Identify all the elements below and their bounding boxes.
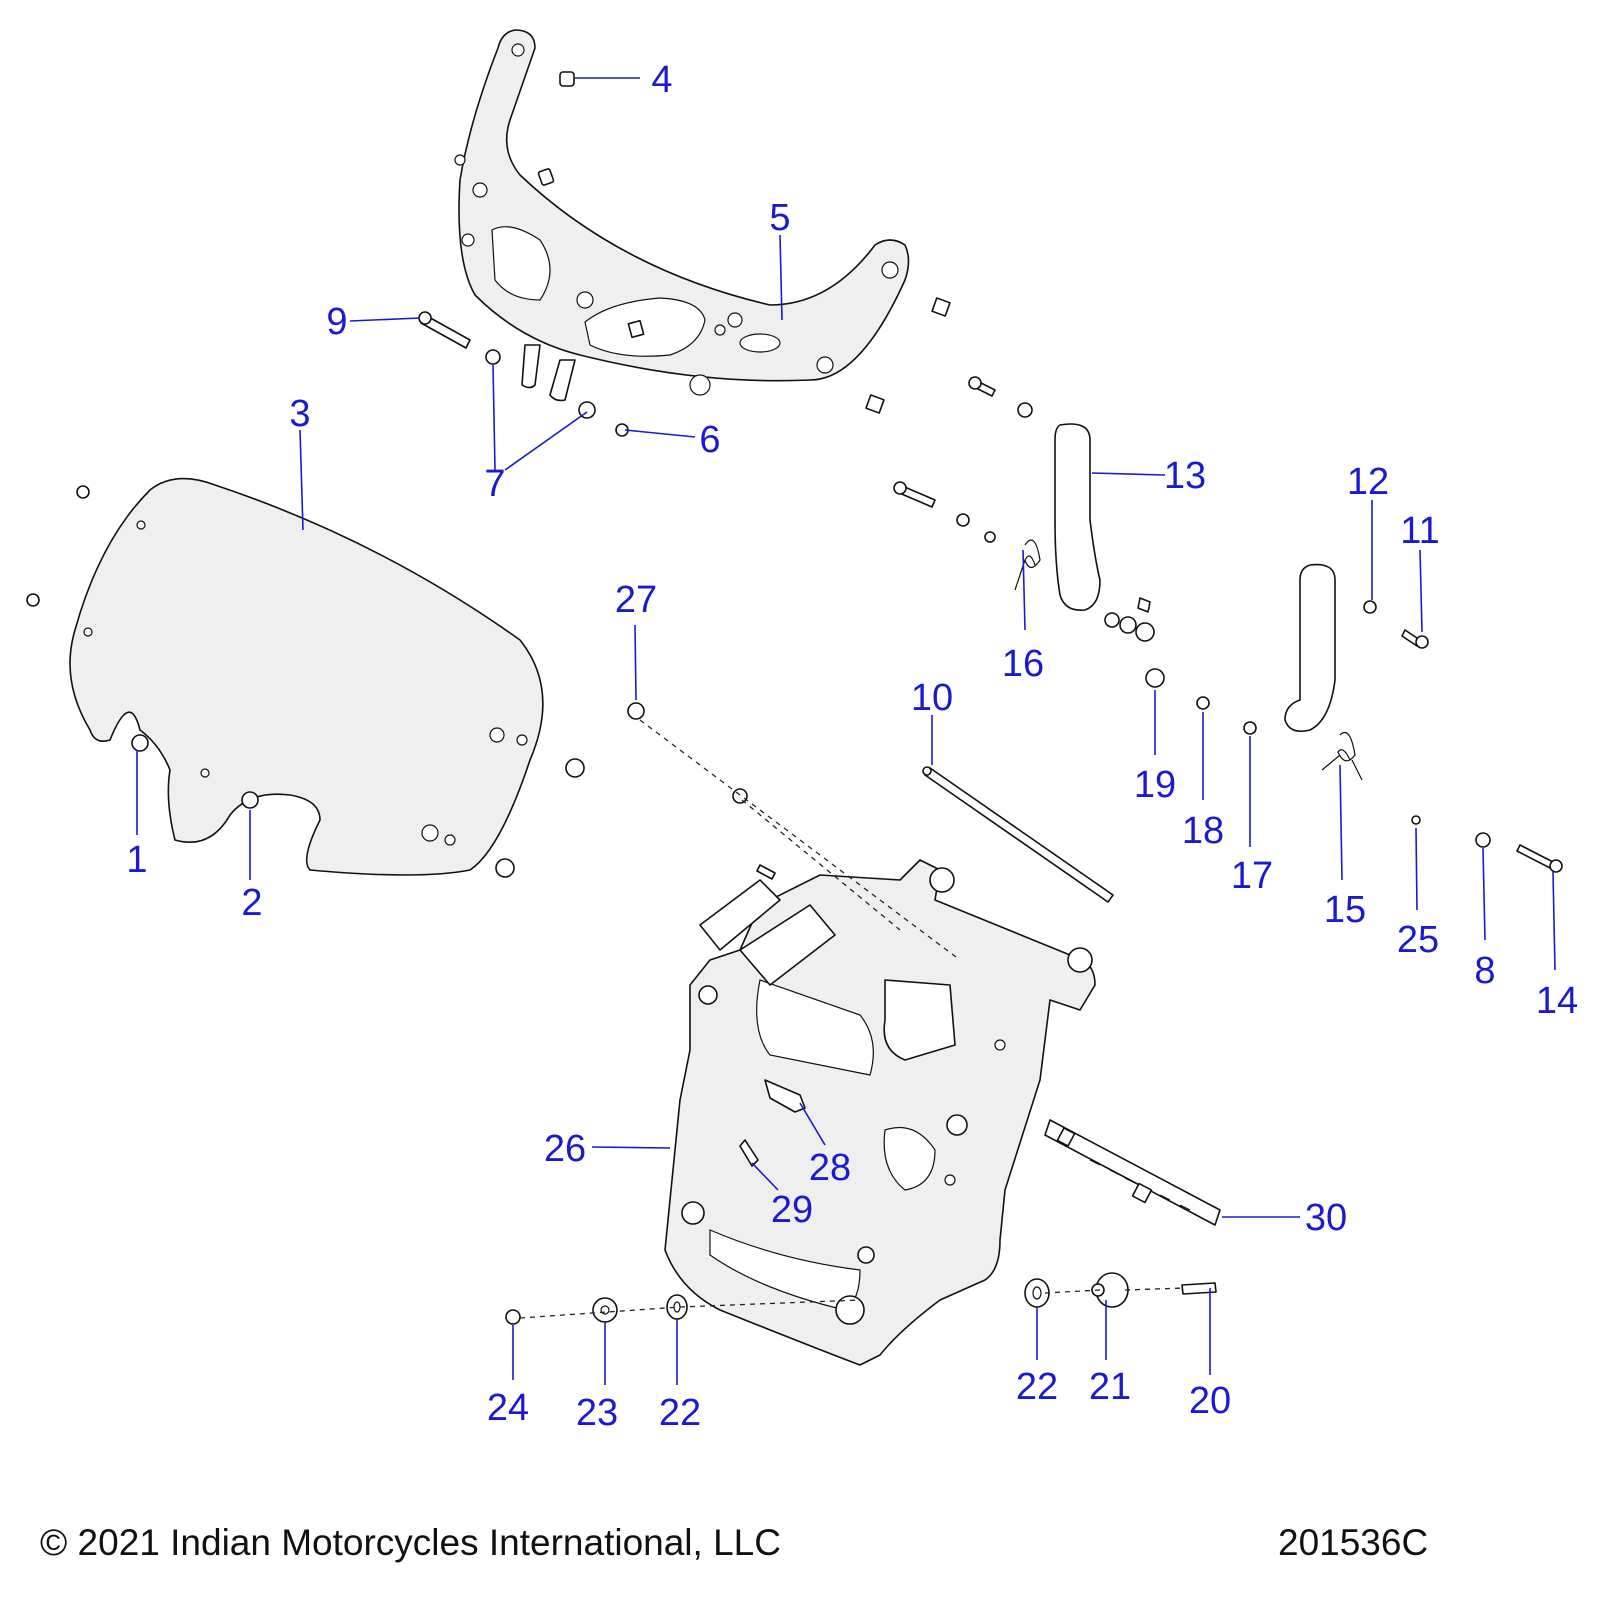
adjuster-arms: [893, 423, 1563, 873]
callout-27: 27: [615, 579, 657, 621]
callout-30: 30: [1305, 1197, 1347, 1239]
callout-4: 4: [651, 59, 672, 101]
callout-18: 18: [1182, 810, 1224, 852]
callout-29: 29: [771, 1189, 813, 1231]
callout-22-left: 22: [659, 1392, 701, 1434]
callout-9: 9: [326, 301, 347, 343]
callout-25: 25: [1397, 919, 1439, 961]
callout-17: 17: [1231, 855, 1273, 897]
callout-26: 26: [544, 1128, 586, 1170]
main-frame: [664, 859, 1221, 1366]
upper-bracket: [454, 29, 910, 402]
shaft: [922, 766, 1114, 903]
alignment-lines: [519, 719, 1186, 1319]
callout-11: 11: [1400, 510, 1439, 552]
callout-3: 3: [289, 393, 310, 435]
callout-13: 13: [1164, 455, 1206, 497]
callout-19: 19: [1134, 764, 1176, 806]
part-4-nut: [559, 71, 575, 87]
callout-23: 23: [576, 1392, 618, 1434]
callout-16: 16: [1002, 643, 1044, 685]
frame-bolts: [627, 702, 748, 804]
callout-2: 2: [241, 882, 262, 924]
callout-22-right: 22: [1016, 1366, 1058, 1408]
callout-5: 5: [769, 197, 790, 239]
windshield: [26, 477, 585, 878]
callout-7: 7: [484, 463, 505, 505]
callout-1: 1: [126, 839, 147, 881]
callout-12: 12: [1347, 461, 1389, 503]
callout-21: 21: [1089, 1366, 1131, 1408]
leader-lines: [136, 77, 1556, 1385]
callout-8: 8: [1474, 950, 1495, 992]
callout-15: 15: [1324, 889, 1366, 931]
bracket-hardware: [418, 71, 1033, 437]
callout-28: 28: [809, 1147, 851, 1189]
callout-6: 6: [699, 419, 720, 461]
callout-20: 20: [1189, 1380, 1231, 1422]
callout-24: 24: [487, 1387, 529, 1429]
copyright-notice: © 2021 Indian Motorcycles International,…: [40, 1522, 781, 1563]
drawing-number: 201536C: [1278, 1522, 1429, 1563]
callout-10: 10: [911, 677, 953, 719]
bottom-hardware: [505, 1272, 1217, 1325]
callout-14: 14: [1536, 980, 1578, 1022]
callout-labels: 4 5 9 3 6 7 13 12 11 27 16 10 19 18 1 17…: [126, 59, 1578, 1434]
